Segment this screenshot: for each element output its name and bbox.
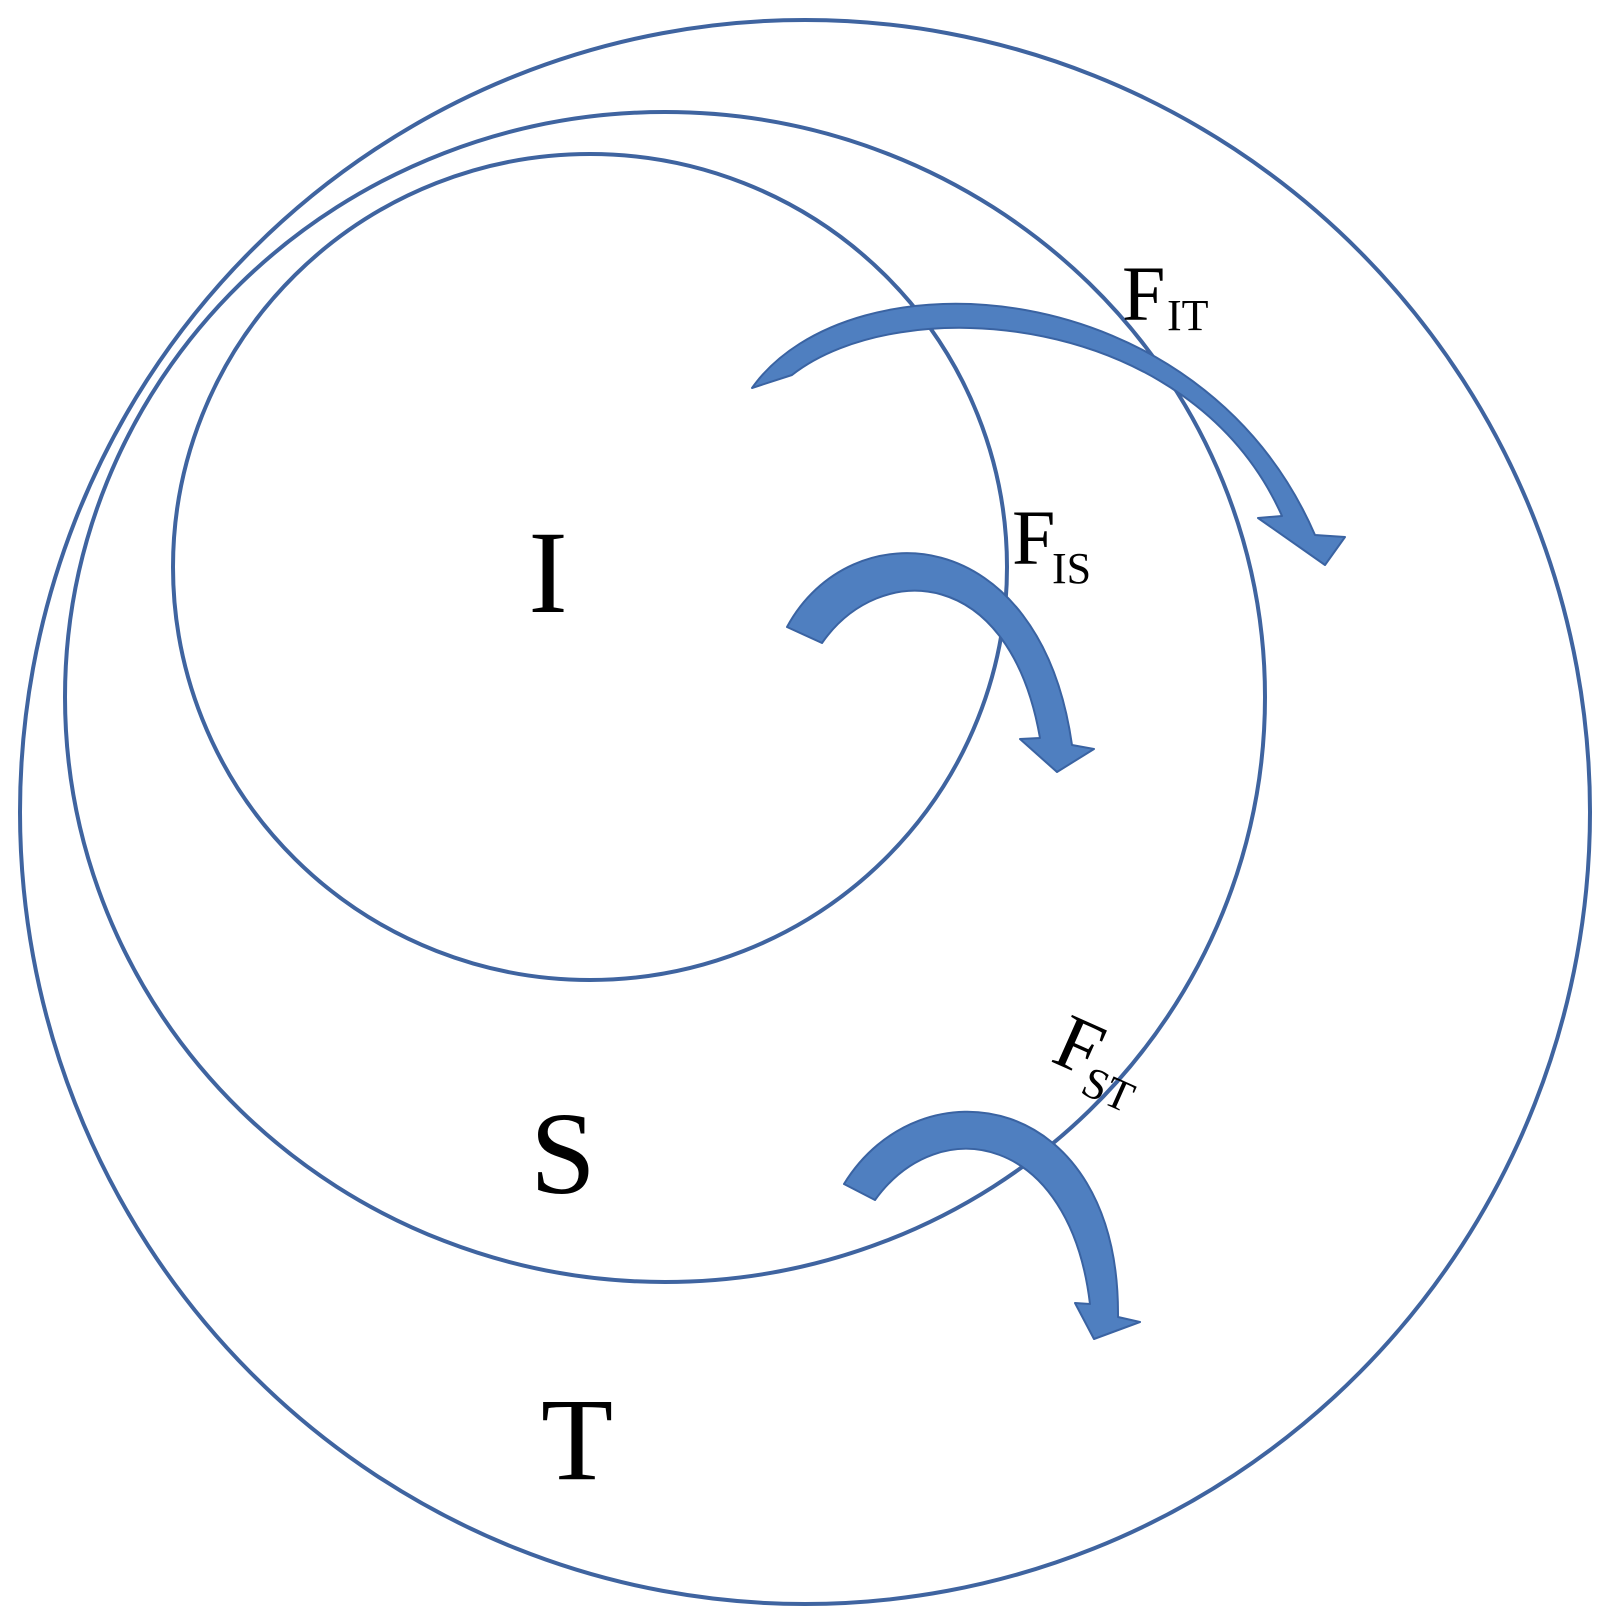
flow-label-is-sub: IS [1052, 544, 1091, 593]
flow-label-it-sub: IT [1167, 291, 1209, 340]
flow-arrow-st [843, 1110, 1141, 1340]
flow-label-is: F IS [1012, 494, 1091, 593]
flow-label-it: F IT [1122, 250, 1209, 340]
outer-circle-t [18, 18, 1592, 1606]
label-s: S [530, 1088, 596, 1219]
flow-label-is-main: F [1012, 494, 1055, 581]
flow-label-it-main: F [1122, 250, 1165, 337]
flow-arrow-is [786, 552, 1095, 773]
middle-circle-s [63, 110, 1267, 1284]
flow-label-st: F ST [1042, 997, 1141, 1123]
flow-arrow-it [751, 302, 1346, 566]
inner-circle-i [171, 152, 1009, 982]
label-i: I [528, 507, 567, 638]
label-t: T [541, 1374, 613, 1505]
